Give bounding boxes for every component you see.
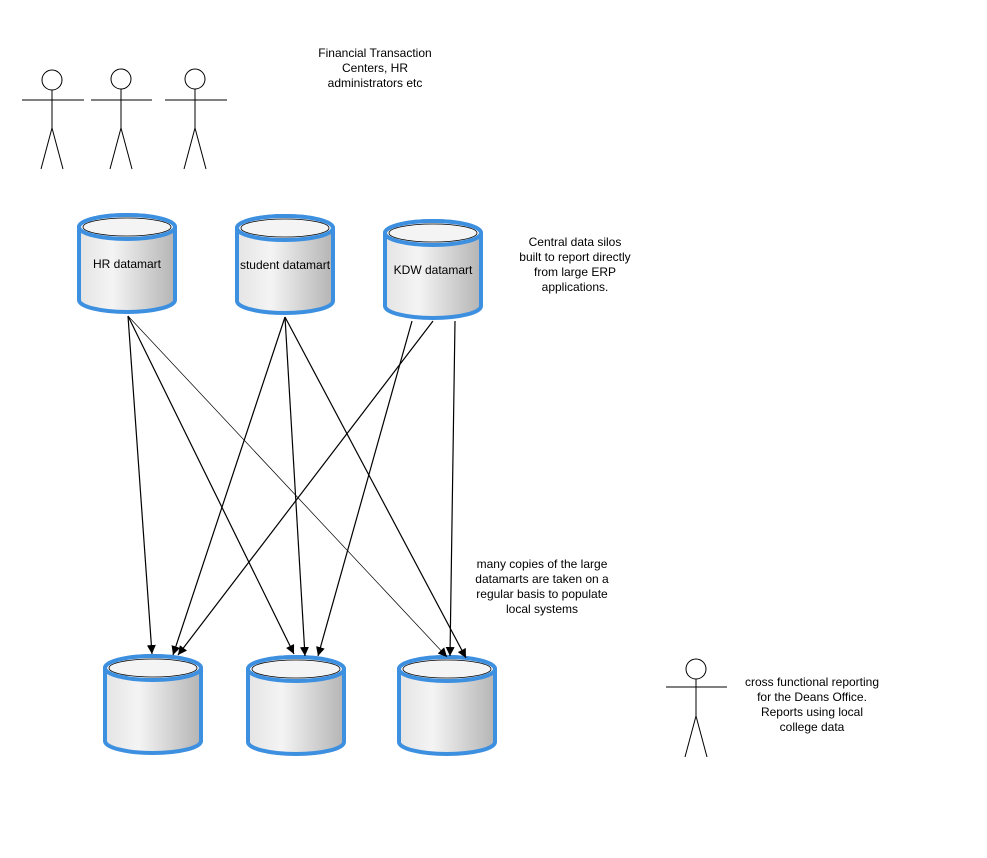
connector-arrow	[445, 320, 456, 657]
stick-figure-icon	[22, 69, 84, 170]
connector-arrow	[177, 320, 434, 656]
connector-arrow	[284, 316, 467, 659]
hr-datamart-label: HR datamart	[92, 257, 162, 271]
hr-datamart-cylinder	[77, 213, 177, 314]
stick-figure-icon	[165, 68, 227, 170]
stick-figure-icon	[666, 658, 727, 758]
local-system-cylinder	[246, 655, 346, 756]
student-datamart-cylinder	[235, 214, 335, 315]
copies-note: many copies of the large datamarts are t…	[475, 557, 609, 616]
connector-arrow	[127, 315, 448, 658]
kdw-datamart-cylinder	[383, 219, 483, 320]
deans-office-note: cross functional reporting for the Deans…	[744, 675, 880, 734]
connector-arrow	[284, 316, 309, 657]
top-note: Financial Transaction Centers, HR admini…	[318, 46, 432, 90]
connector-arrow	[127, 315, 295, 655]
kdw-datamart-label: KDW datamart	[393, 263, 473, 277]
local-system-cylinder	[103, 654, 203, 755]
connector-arrow	[171, 316, 286, 656]
connector-arrow	[316, 320, 413, 657]
central-silos-note: Central data silos built to report direc…	[519, 235, 631, 294]
stick-figure-icon	[91, 68, 152, 170]
connector-arrow	[127, 315, 156, 655]
local-system-cylinder	[397, 655, 497, 756]
student-datamart-label: student datamart	[239, 258, 331, 272]
